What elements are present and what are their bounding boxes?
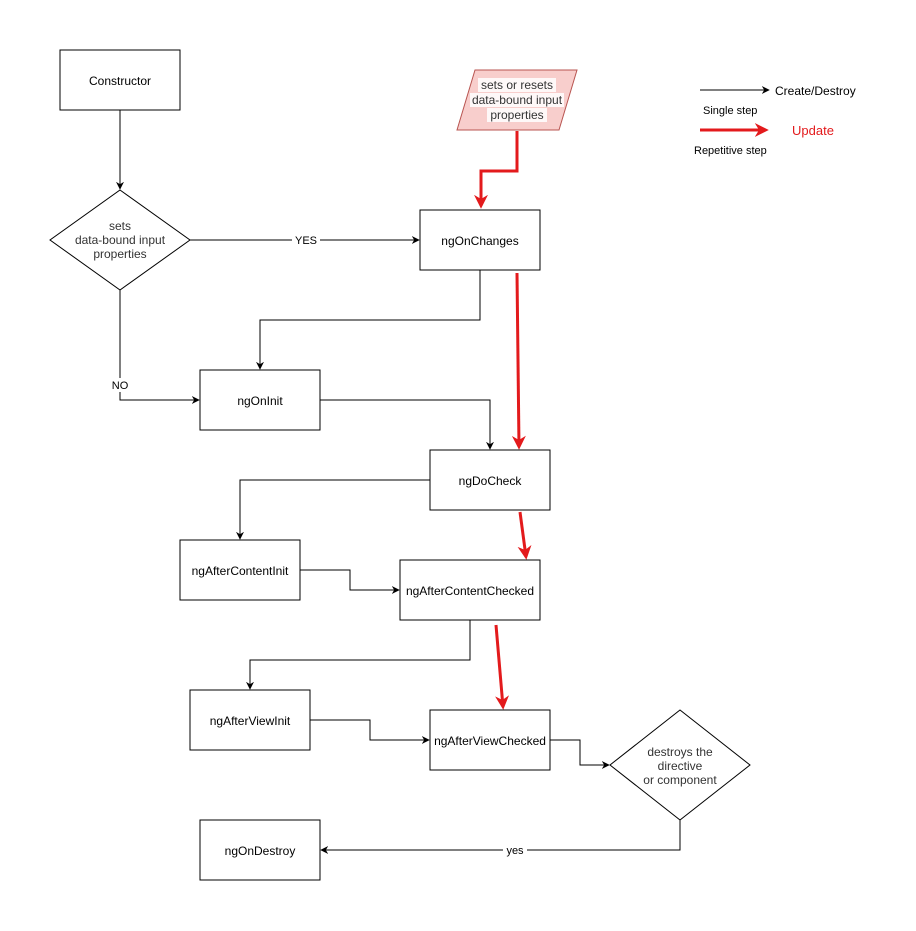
- edge-ngoninit-to-ngdocheck: [320, 399, 494, 450]
- edge-decision-no-to-ngoninit: [119, 290, 200, 404]
- legend-update: Update: [792, 123, 834, 138]
- edge-ngdocheck-to-aftercontentinit: [236, 479, 430, 540]
- edge-ngonchanges-to-ngoninit: [256, 270, 481, 370]
- decision-sets-line-1: sets: [109, 219, 131, 233]
- decision-destroys-line-2: directive: [658, 759, 703, 773]
- node-ngonchanges: ngOnChanges: [419, 209, 541, 271]
- node-ngoninit: ngOnInit: [199, 369, 321, 431]
- node-ngaftercontentinit-label: ngAfterContentInit: [192, 564, 289, 578]
- decision-destroys-line-3: or component: [643, 773, 717, 787]
- node-ngdocheck: ngDoCheck: [429, 449, 551, 511]
- node-constructor: Constructor: [59, 49, 181, 111]
- legend-repetitive-step: Repetitive step: [694, 145, 767, 157]
- update-edge-ngonchanges-to-ngdocheck: [511, 272, 526, 450]
- decision-sets-line-3: properties: [93, 247, 146, 261]
- edge-label-bg-no: [110, 378, 132, 392]
- parallelogram-line-1: sets or resets: [481, 78, 553, 92]
- edge-label-bg-yes: [292, 233, 320, 247]
- decision-destroys-line-1: destroys the: [647, 745, 713, 759]
- update-edge-aftercontentchecked-to-afterviewchecked: [494, 624, 510, 710]
- update-edge-input-to-ngonchanges: [474, 131, 519, 209]
- legend: Create/Destroy Single step Update Repeti…: [694, 84, 856, 157]
- edge-afterviewinit-to-afterviewchecked: [310, 719, 430, 744]
- edge-label-yes-upper: YES: [295, 235, 317, 247]
- node-ngoninit-label: ngOnInit: [237, 394, 283, 408]
- edge-label-yes-lower: yes: [506, 845, 524, 857]
- parallelogram-line-2: data-bound input: [472, 93, 563, 107]
- node-ngondestroy-label: ngOnDestroy: [225, 844, 296, 858]
- node-ngdocheck-label: ngDoCheck: [459, 474, 523, 488]
- edge-aftercontentinit-to-aftercontentchecked: [300, 569, 400, 594]
- legend-single-step: Single step: [703, 105, 757, 117]
- edge-afterviewchecked-to-destroys: [550, 739, 610, 769]
- node-ngafterviewinit-label: ngAfterViewInit: [210, 714, 291, 728]
- node-ngaftercontentinit: ngAfterContentInit: [179, 539, 301, 601]
- edge-label-no: NO: [112, 380, 129, 392]
- edge-destroys-yes-to-ngondestroy: [320, 820, 681, 854]
- decision-destroys: destroys the directive or component: [609, 709, 751, 821]
- decision-sets-line-2: data-bound input: [75, 233, 166, 247]
- edge-aftercontentchecked-to-afterviewinit: [246, 620, 471, 690]
- node-ngafterviewchecked: ngAfterViewChecked: [429, 709, 551, 771]
- node-ngaftercontentchecked: ngAfterContentChecked: [399, 559, 541, 621]
- update-edge-ngdocheck-to-aftercontentchecked: [517, 511, 532, 560]
- node-ngaftercontentchecked-label: ngAfterContentChecked: [406, 584, 534, 598]
- legend-create-destroy: Create/Destroy: [775, 84, 856, 98]
- decision-sets-input: sets data-bound input properties: [49, 189, 191, 291]
- node-ngondestroy: ngOnDestroy: [199, 819, 321, 881]
- input-parallelogram: sets or resets data-bound input properti…: [456, 69, 578, 131]
- node-ngafterviewinit: ngAfterViewInit: [189, 689, 311, 751]
- node-ngafterviewchecked-label: ngAfterViewChecked: [434, 734, 546, 748]
- node-constructor-label: Constructor: [89, 74, 151, 88]
- node-ngonchanges-label: ngOnChanges: [441, 234, 518, 248]
- edge-label-bg-yes-lower: [503, 844, 527, 857]
- parallelogram-line-3: properties: [490, 108, 543, 122]
